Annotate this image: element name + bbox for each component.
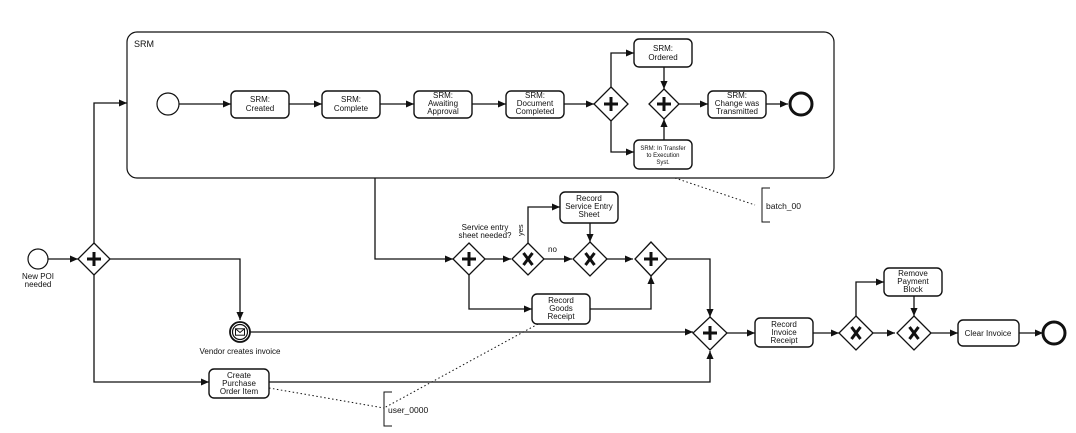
yes-label: yes bbox=[516, 224, 525, 236]
task-remove-block-line-3: Block bbox=[903, 285, 924, 294]
x-icon bbox=[908, 326, 920, 340]
annotation-user-text: user_0000 bbox=[388, 405, 428, 415]
process-end-event[interactable] bbox=[1041, 320, 1067, 346]
task-record-invoice-line-3: Receipt bbox=[770, 336, 798, 345]
task-srm-change-line-1: SRM: bbox=[727, 91, 747, 100]
task-srm-document-line-2: Document bbox=[517, 99, 554, 108]
srm-end-event[interactable] bbox=[788, 91, 814, 117]
task-srm-complete[interactable]: SRM: Complete bbox=[321, 90, 381, 119]
task-record-gr-line-3: Receipt bbox=[547, 312, 575, 321]
task-remove-block-line-1: Remove bbox=[898, 269, 928, 278]
task-srm-change-line-2: Change was bbox=[715, 99, 759, 108]
task-record-service-entry-sheet[interactable]: Record Service Entry Sheet bbox=[559, 191, 619, 224]
annotation-batch-text: batch_00 bbox=[766, 201, 801, 211]
srm-subprocess-label: SRM bbox=[134, 39, 154, 49]
plus-icon bbox=[657, 97, 671, 111]
task-srm-ordered[interactable]: SRM: Ordered bbox=[633, 38, 693, 68]
gateway-parallel-receipt-join[interactable] bbox=[634, 241, 668, 277]
task-srm-document-line-3: Completed bbox=[516, 107, 555, 116]
plus-icon bbox=[604, 97, 618, 111]
task-srm-awaiting-line-3: Approval bbox=[427, 107, 459, 116]
message-event-vendor-invoice[interactable]: Vendor creates invoice bbox=[200, 321, 281, 356]
task-record-goods-receipt[interactable]: Record Goods Receipt bbox=[531, 293, 591, 325]
task-srm-awaiting-line-1: SRM: bbox=[433, 91, 453, 100]
plus-icon bbox=[644, 252, 658, 266]
task-srm-complete-line-2: Complete bbox=[334, 104, 369, 113]
task-srm-awaiting-approval[interactable]: SRM: Awaiting Approval bbox=[413, 90, 473, 119]
gateway-parallel-start-split[interactable] bbox=[77, 242, 111, 276]
task-record-ses-line-3: Sheet bbox=[579, 210, 601, 219]
task-srm-ordered-line-1: SRM: bbox=[653, 44, 673, 53]
plus-icon bbox=[87, 252, 101, 266]
service-question-line-1: Service entry bbox=[462, 223, 509, 232]
task-create-purchase-order-item[interactable]: Create Purchase Order Item bbox=[208, 368, 270, 399]
task-create-po-line-2: Purchase bbox=[222, 379, 256, 388]
x-icon bbox=[584, 252, 596, 266]
task-srm-in-transfer[interactable]: SRM: In Transfer to Execution Syst. bbox=[633, 139, 693, 170]
task-remove-payment-block[interactable]: Remove Payment Block bbox=[883, 267, 943, 297]
x-icon bbox=[850, 326, 862, 340]
task-record-invoice-line-1: Record bbox=[771, 320, 797, 329]
start-event-new-poi[interactable]: New POI needed bbox=[22, 248, 54, 289]
gateway-parallel-srm-split[interactable] bbox=[593, 86, 629, 122]
task-record-gr-line-1: Record bbox=[548, 296, 574, 305]
task-srm-created-line-2: Created bbox=[246, 104, 274, 113]
gateway-parallel-service-split[interactable] bbox=[452, 242, 486, 276]
srm-start-event[interactable] bbox=[156, 92, 180, 116]
task-create-po-line-1: Create bbox=[227, 371, 252, 380]
envelope-icon bbox=[235, 328, 245, 336]
task-clear-invoice[interactable]: Clear Invoice bbox=[957, 319, 1020, 347]
task-remove-block-line-2: Payment bbox=[897, 277, 929, 286]
task-srm-transfer-line-2: to Execution bbox=[646, 153, 679, 159]
task-srm-document-completed[interactable]: SRM: Document Completed bbox=[505, 90, 565, 119]
task-srm-document-line-1: SRM: bbox=[525, 91, 545, 100]
gateway-parallel-srm-join[interactable] bbox=[648, 88, 680, 120]
task-srm-change-line-3: Transmitted bbox=[716, 107, 758, 116]
x-icon bbox=[522, 252, 534, 266]
task-srm-transfer-line-1: SRM: In Transfer bbox=[640, 146, 685, 152]
plus-icon bbox=[703, 326, 717, 340]
task-srm-change-transmitted[interactable]: SRM: Change was Transmitted bbox=[707, 90, 767, 119]
sequence-flows bbox=[48, 49, 1043, 386]
task-srm-awaiting-line-2: Awaiting bbox=[428, 99, 458, 108]
associations bbox=[268, 177, 756, 409]
task-record-ses-line-1: Record bbox=[576, 194, 602, 203]
task-srm-ordered-line-2: Ordered bbox=[648, 53, 677, 62]
gateway-exclusive-payment-merge[interactable] bbox=[896, 315, 932, 351]
task-srm-complete-line-1: SRM: bbox=[341, 95, 361, 104]
plus-icon bbox=[462, 252, 476, 266]
task-create-po-line-3: Order Item bbox=[220, 387, 259, 396]
gateway-exclusive-payment-block[interactable] bbox=[838, 315, 874, 351]
task-srm-created-line-1: SRM: bbox=[250, 95, 270, 104]
task-record-ses-line-2: Service Entry bbox=[565, 202, 613, 211]
task-clear-invoice-label: Clear Invoice bbox=[965, 329, 1012, 338]
task-record-invoice-line-2: Invoice bbox=[771, 328, 797, 337]
annotation-user[interactable]: user_0000 bbox=[383, 391, 428, 427]
gateway-exclusive-service-merge[interactable] bbox=[572, 241, 608, 277]
gateway-exclusive-service-entry[interactable] bbox=[511, 242, 545, 276]
service-question-line-2: sheet needed? bbox=[459, 231, 512, 240]
gateway-parallel-invoice-join[interactable] bbox=[692, 316, 728, 351]
no-label: no bbox=[548, 245, 557, 254]
annotation-batch[interactable]: batch_00 bbox=[761, 187, 801, 223]
start-event-label-line-1: New POI bbox=[22, 272, 54, 281]
task-record-gr-line-2: Goods bbox=[549, 304, 573, 313]
task-srm-created[interactable]: SRM: Created bbox=[230, 90, 290, 119]
vendor-event-label: Vendor creates invoice bbox=[200, 347, 281, 356]
start-event-label-line-2: needed bbox=[25, 280, 52, 289]
task-record-invoice-receipt[interactable]: Record Invoice Receipt bbox=[754, 317, 814, 348]
task-srm-transfer-line-3: Syst. bbox=[656, 160, 670, 166]
